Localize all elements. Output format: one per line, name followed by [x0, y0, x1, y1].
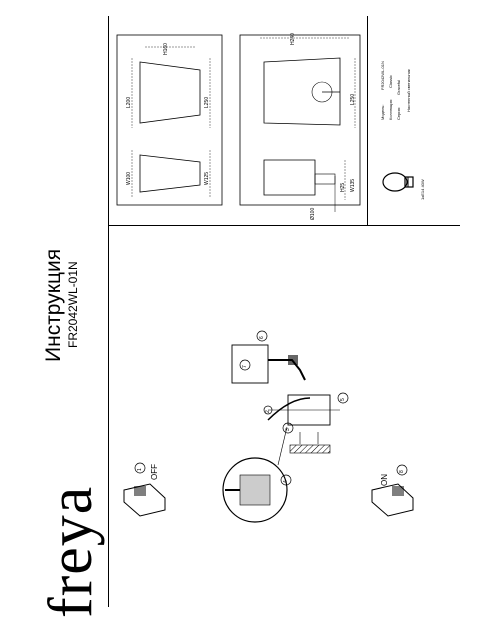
dim-front-top: H160	[163, 43, 169, 55]
step-8: 8	[399, 470, 405, 473]
collection-label: Коллекция:	[388, 99, 393, 120]
step-7: 7	[242, 365, 248, 368]
header-divider	[108, 225, 460, 226]
side-shade-upper	[263, 57, 341, 126]
dim-front-h: L200	[126, 96, 132, 108]
shade-assembly	[231, 330, 306, 384]
step-2: 2	[265, 410, 271, 413]
switch-off-box	[123, 462, 166, 517]
dim-front-w-bottom: W125	[204, 171, 210, 185]
lamp-spec: 1хE14 40W	[420, 179, 425, 200]
switch-on-box	[371, 464, 414, 517]
side-drawing-frame	[239, 34, 361, 206]
top-border-line	[108, 16, 109, 607]
front-shade-upper	[139, 61, 201, 124]
on-label: ON	[380, 474, 389, 486]
dim-side-h: H25	[340, 182, 346, 192]
step-6: 6	[259, 336, 265, 339]
side-shade-lower	[263, 159, 316, 196]
step-4: 4	[283, 480, 289, 483]
info-divider	[367, 16, 368, 225]
step-3: 3	[285, 428, 291, 431]
dim-side-w: W135	[350, 178, 356, 192]
type-value: Настенный светильник	[406, 69, 411, 112]
model-value: FR2042WL-01N	[380, 61, 385, 90]
front-drawing-frame	[116, 34, 223, 206]
dim-side-top: H240	[290, 33, 296, 45]
dim-side-len: L250	[350, 93, 356, 105]
step-5: 5	[340, 398, 346, 401]
series-label: Серия:	[396, 107, 401, 120]
mounting-plate	[263, 392, 349, 454]
wiring-detail-circle	[222, 457, 292, 523]
step-1: 1	[137, 468, 143, 471]
bulb-icon	[382, 172, 414, 192]
model-label: Модель:	[380, 104, 385, 120]
dim-side-d: Ø100	[310, 207, 316, 220]
dim-front-w-top: W100	[126, 171, 132, 185]
front-shade-lower	[139, 154, 201, 193]
dim-front-h2: L250	[204, 96, 210, 108]
off-label: OFF	[150, 464, 159, 480]
series-value: Graceful	[396, 79, 401, 95]
collection-value: Classic	[388, 75, 393, 88]
